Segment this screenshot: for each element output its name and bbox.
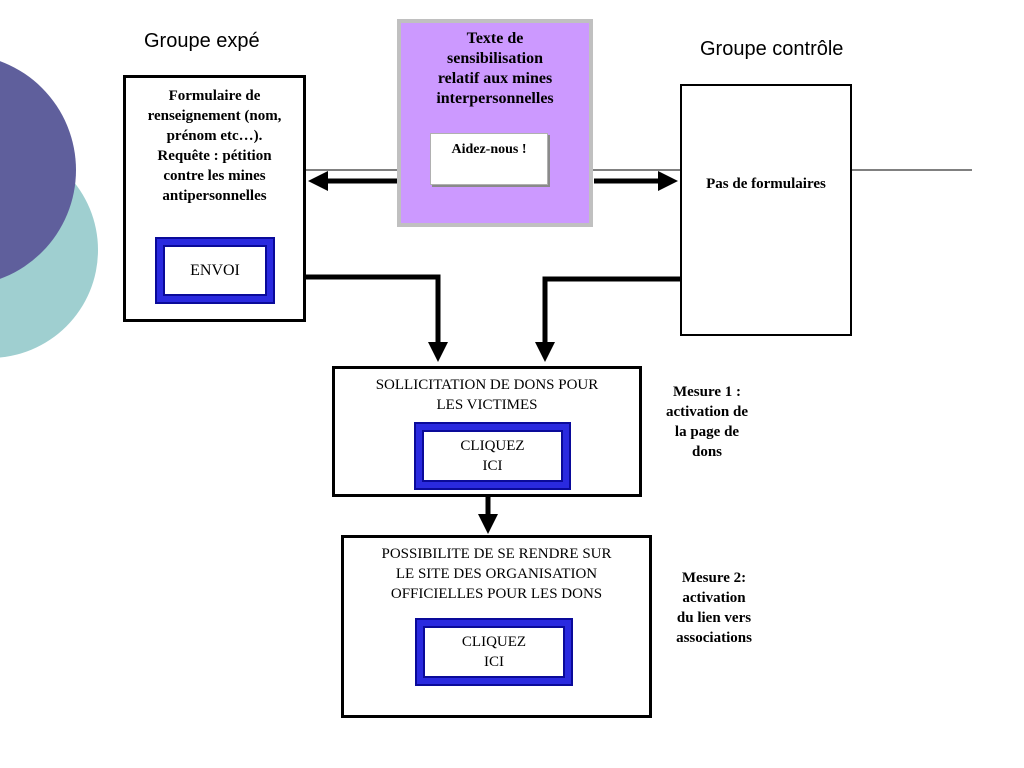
- button-line: CLIQUEZ: [461, 634, 527, 650]
- mesure-line: activation de: [665, 404, 749, 420]
- possibilite-line: OFFICIELLES POUR LES DONS: [390, 586, 603, 602]
- control-box: Pas de formulaires: [680, 84, 852, 336]
- arrow-control-to-sollicitation: [535, 276, 682, 362]
- form-line: contre les mines: [163, 168, 266, 184]
- button-line: CLIQUEZ: [460, 438, 525, 454]
- mesure-line: dons: [691, 444, 723, 460]
- decor-circle-dark: [0, 61, 76, 279]
- sollicitation-line: LES VICTIMES: [436, 397, 538, 413]
- mesure-line: associations: [676, 630, 752, 646]
- cliquez-ici-label: CLIQUEZ ICI: [423, 626, 565, 678]
- mesure-line: activation: [682, 590, 746, 606]
- envoi-button[interactable]: ENVOI: [155, 237, 275, 304]
- possibilite-line: LE SITE DES ORGANISATION: [395, 566, 598, 582]
- form-line: renseignement (nom,: [147, 108, 282, 124]
- mesure-1-label: Mesure 1 : activation de la page de dons: [652, 382, 762, 462]
- mesure-2-label: Mesure 2: activation du lien vers associ…: [659, 568, 769, 648]
- sensibilisation-box: Texte de sensibilisation relatif aux min…: [397, 19, 593, 227]
- form-line: prénom etc…).: [166, 128, 263, 144]
- sollicitation-line: SOLLICITATION DE DONS POUR: [375, 377, 599, 393]
- cliquez-ici-button-associations[interactable]: CLIQUEZ ICI: [415, 618, 573, 686]
- form-line: Formulaire de: [168, 88, 261, 104]
- possibilite-text: POSSIBILITE DE SE RENDRE SUR LE SITE DES…: [344, 544, 649, 604]
- sensibilisation-line: Texte de: [466, 30, 524, 47]
- cliquez-ici-button-dons[interactable]: CLIQUEZ ICI: [414, 422, 571, 490]
- button-line: ICI: [482, 458, 503, 474]
- sensibilisation-line: relatif aux mines: [437, 70, 553, 87]
- form-line: Requête : pétition: [157, 148, 272, 164]
- sensibilisation-line: interpersonnelles: [436, 90, 554, 107]
- button-line: ICI: [484, 654, 504, 670]
- mesure-line: du lien vers: [676, 610, 752, 626]
- mesure-line: la page de: [674, 424, 740, 440]
- form-box-text: Formulaire de renseignement (nom, prénom…: [126, 86, 303, 206]
- aidez-nous-button[interactable]: Aidez-nous !: [430, 133, 548, 185]
- mesure-line: Mesure 1 :: [672, 384, 742, 400]
- sensibilisation-line: sensibilisation: [446, 50, 544, 67]
- sollicitation-text: SOLLICITATION DE DONS POUR LES VICTIMES: [335, 375, 639, 415]
- control-box-text: Pas de formulaires: [706, 176, 826, 192]
- cliquez-ici-label: CLIQUEZ ICI: [422, 430, 563, 482]
- group-expe-label: Groupe expé: [144, 30, 260, 52]
- arrow-form-to-sollicitation: [305, 274, 448, 362]
- group-controle-label: Groupe contrôle: [700, 38, 844, 60]
- sensibilisation-text: Texte de sensibilisation relatif aux min…: [401, 29, 589, 109]
- mesure-line: Mesure 2:: [681, 570, 747, 586]
- possibilite-line: POSSIBILITE DE SE RENDRE SUR: [381, 546, 612, 562]
- envoi-button-label: ENVOI: [163, 245, 267, 296]
- form-line: antipersonnelles: [162, 188, 267, 204]
